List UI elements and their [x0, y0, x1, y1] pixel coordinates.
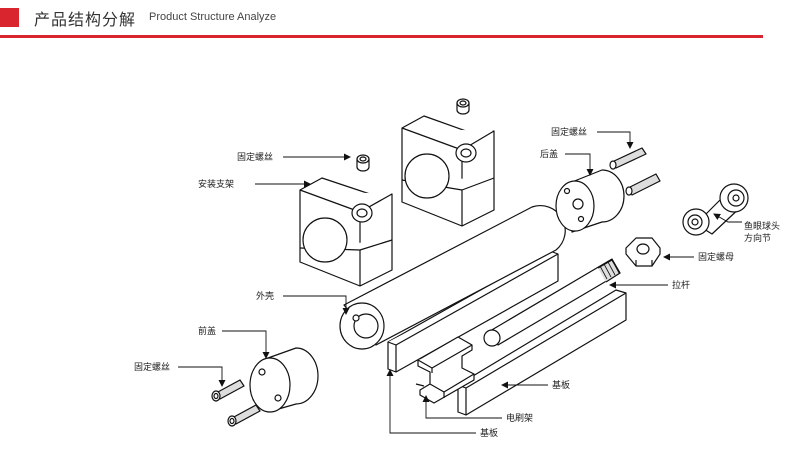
mounting-bracket-right-part [401, 115, 495, 227]
label-mounting-bracket: 安装支架 [198, 178, 234, 190]
header-title-chinese: 产品结构分解 [34, 10, 137, 29]
label-brush-holder: 电刷架 [506, 412, 533, 424]
label-fixing-screw-left-top: 固定螺丝 [237, 151, 273, 163]
header-divider [0, 35, 763, 38]
header-title-english: Product Structure Analyze [149, 11, 277, 23]
front-screw-lower-part [227, 404, 261, 427]
leader-fixing-screw-bottom [178, 366, 226, 387]
rear-screw-lower-part [625, 173, 661, 196]
rear-screw-upper-part [609, 147, 647, 170]
rod-end-part [682, 183, 749, 236]
fixing-nut-part [625, 237, 661, 267]
top-screw-a-part [456, 98, 470, 115]
leader-shell [283, 295, 350, 315]
mounting-bracket-left-part [299, 177, 393, 287]
label-fixing-screw-bottom: 固定螺丝 [134, 361, 170, 373]
label-rod-end-line1: 鱼眼球头 [744, 220, 780, 232]
label-rod-end-line2: 方向节 [744, 232, 771, 244]
brush-holder-part [415, 336, 475, 404]
shell-part [339, 205, 566, 350]
leader-fixing-screw-right-top [597, 131, 634, 149]
tie-rod-part [483, 258, 621, 347]
label-fixing-screw-right-top: 固定螺丝 [551, 126, 587, 138]
label-fixing-nut: 固定螺母 [698, 251, 734, 263]
leader-brush-holder [422, 395, 502, 419]
label-rear-cover: 后盖 [540, 148, 558, 160]
front-screw-upper-part [211, 379, 245, 402]
section-header: 产品结构分解 Product Structure Analyze [0, 0, 790, 42]
label-shell: 外壳 [256, 290, 274, 302]
leader-base-plate-bottom [386, 369, 476, 434]
label-base-plate-bottom: 基板 [480, 427, 498, 439]
header-accent-square [0, 8, 19, 27]
label-base-plate-right: 基板 [552, 379, 570, 391]
rear-cover-part [555, 169, 625, 233]
leader-rear-cover [565, 153, 594, 176]
top-screw-b-part [356, 154, 370, 172]
label-tie-rod: 拉杆 [672, 279, 690, 291]
leader-rod-end [713, 213, 742, 223]
leader-front-cover [222, 330, 270, 359]
label-front-cover: 前盖 [198, 325, 216, 337]
front-cover-part [249, 347, 319, 413]
